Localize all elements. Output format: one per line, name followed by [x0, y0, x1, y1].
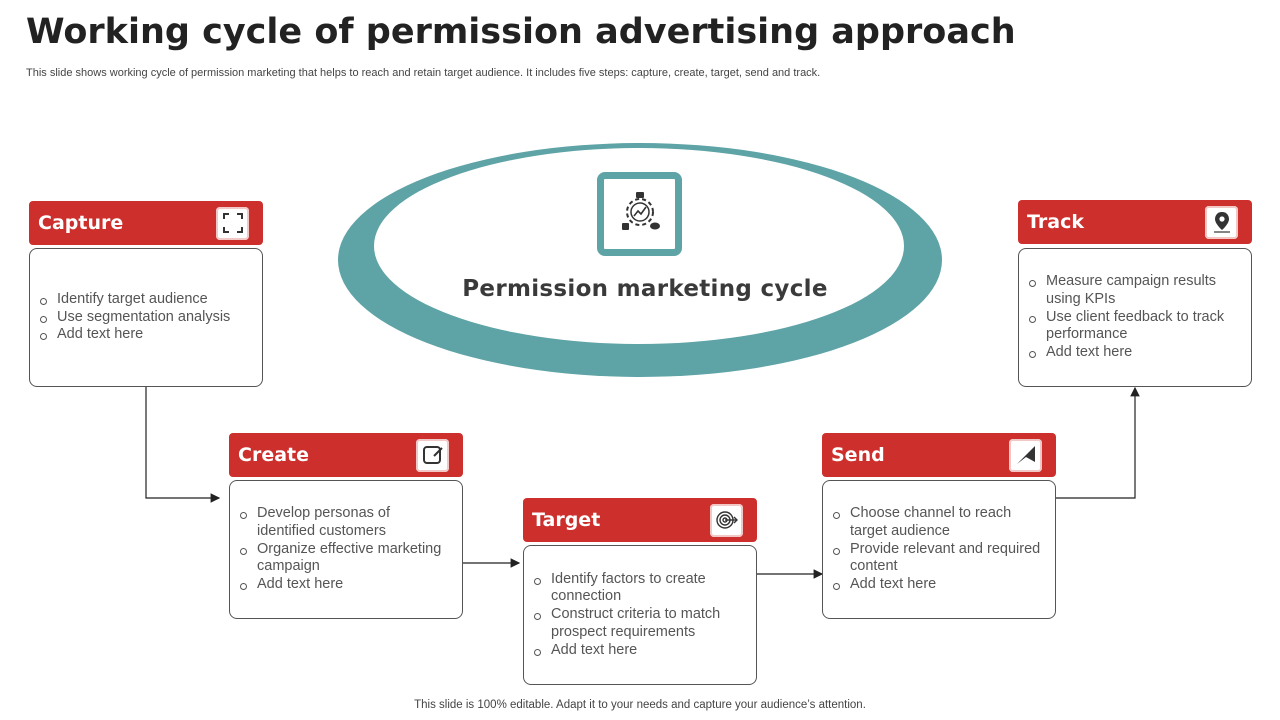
- list-item: Add text here: [39, 326, 252, 344]
- list-item: Choose channel to reach target audience: [832, 505, 1045, 541]
- track-label: Track: [1027, 211, 1084, 233]
- footer-note: This slide is 100% editable. Adapt it to…: [414, 699, 866, 711]
- list-item: Add text here: [1028, 344, 1241, 362]
- list-item: Provide relevant and required content: [832, 541, 1045, 577]
- capture-body: Identify target audience Use segmentatio…: [29, 248, 263, 387]
- connector-send-track: [1056, 386, 1140, 499]
- list-item: Measure campaign results using KPIs: [1028, 273, 1241, 309]
- list-item: Use segmentation analysis: [39, 309, 252, 327]
- list-item: Add text here: [832, 576, 1045, 594]
- capture-label: Capture: [38, 212, 124, 234]
- send-header: Send: [822, 433, 1056, 477]
- target-icon: [710, 503, 743, 537]
- location-pin-icon: [1205, 205, 1238, 239]
- send-icon: [1009, 438, 1042, 472]
- capture-header: Capture: [29, 201, 263, 245]
- page-subtitle: This slide shows working cycle of permis…: [26, 67, 821, 79]
- list-item: Identify factors to create connection: [533, 571, 746, 607]
- marketing-cycle-icon: [615, 187, 665, 242]
- create-label: Create: [238, 444, 309, 466]
- list-item: Use client feedback to track performance: [1028, 309, 1241, 345]
- center-title: Permission marketing cycle: [462, 276, 828, 302]
- target-label: Target: [532, 509, 601, 531]
- list-item: Add text here: [533, 642, 746, 660]
- capture-frame-icon: [216, 206, 249, 240]
- create-header: Create: [229, 433, 463, 477]
- list-item: Identify target audience: [39, 291, 252, 309]
- list-item: Organize effective marketing campaign: [239, 541, 452, 577]
- send-label: Send: [831, 444, 885, 466]
- send-body: Choose channel to reach target audience …: [822, 480, 1056, 619]
- center-icon-frame: [597, 172, 682, 256]
- list-item: Develop personas of identified customers: [239, 505, 452, 541]
- edit-icon: [416, 438, 449, 472]
- target-body: Identify factors to create connection Co…: [523, 545, 757, 685]
- list-item: Add text here: [239, 576, 452, 594]
- connector-capture-create: [145, 387, 221, 503]
- track-body: Measure campaign results using KPIs Use …: [1018, 248, 1252, 387]
- target-header: Target: [523, 498, 757, 542]
- create-body: Develop personas of identified customers…: [229, 480, 463, 619]
- list-item: Construct criteria to match prospect req…: [533, 606, 746, 642]
- page-title: Working cycle of permission advertising …: [26, 12, 1016, 52]
- track-header: Track: [1018, 200, 1252, 244]
